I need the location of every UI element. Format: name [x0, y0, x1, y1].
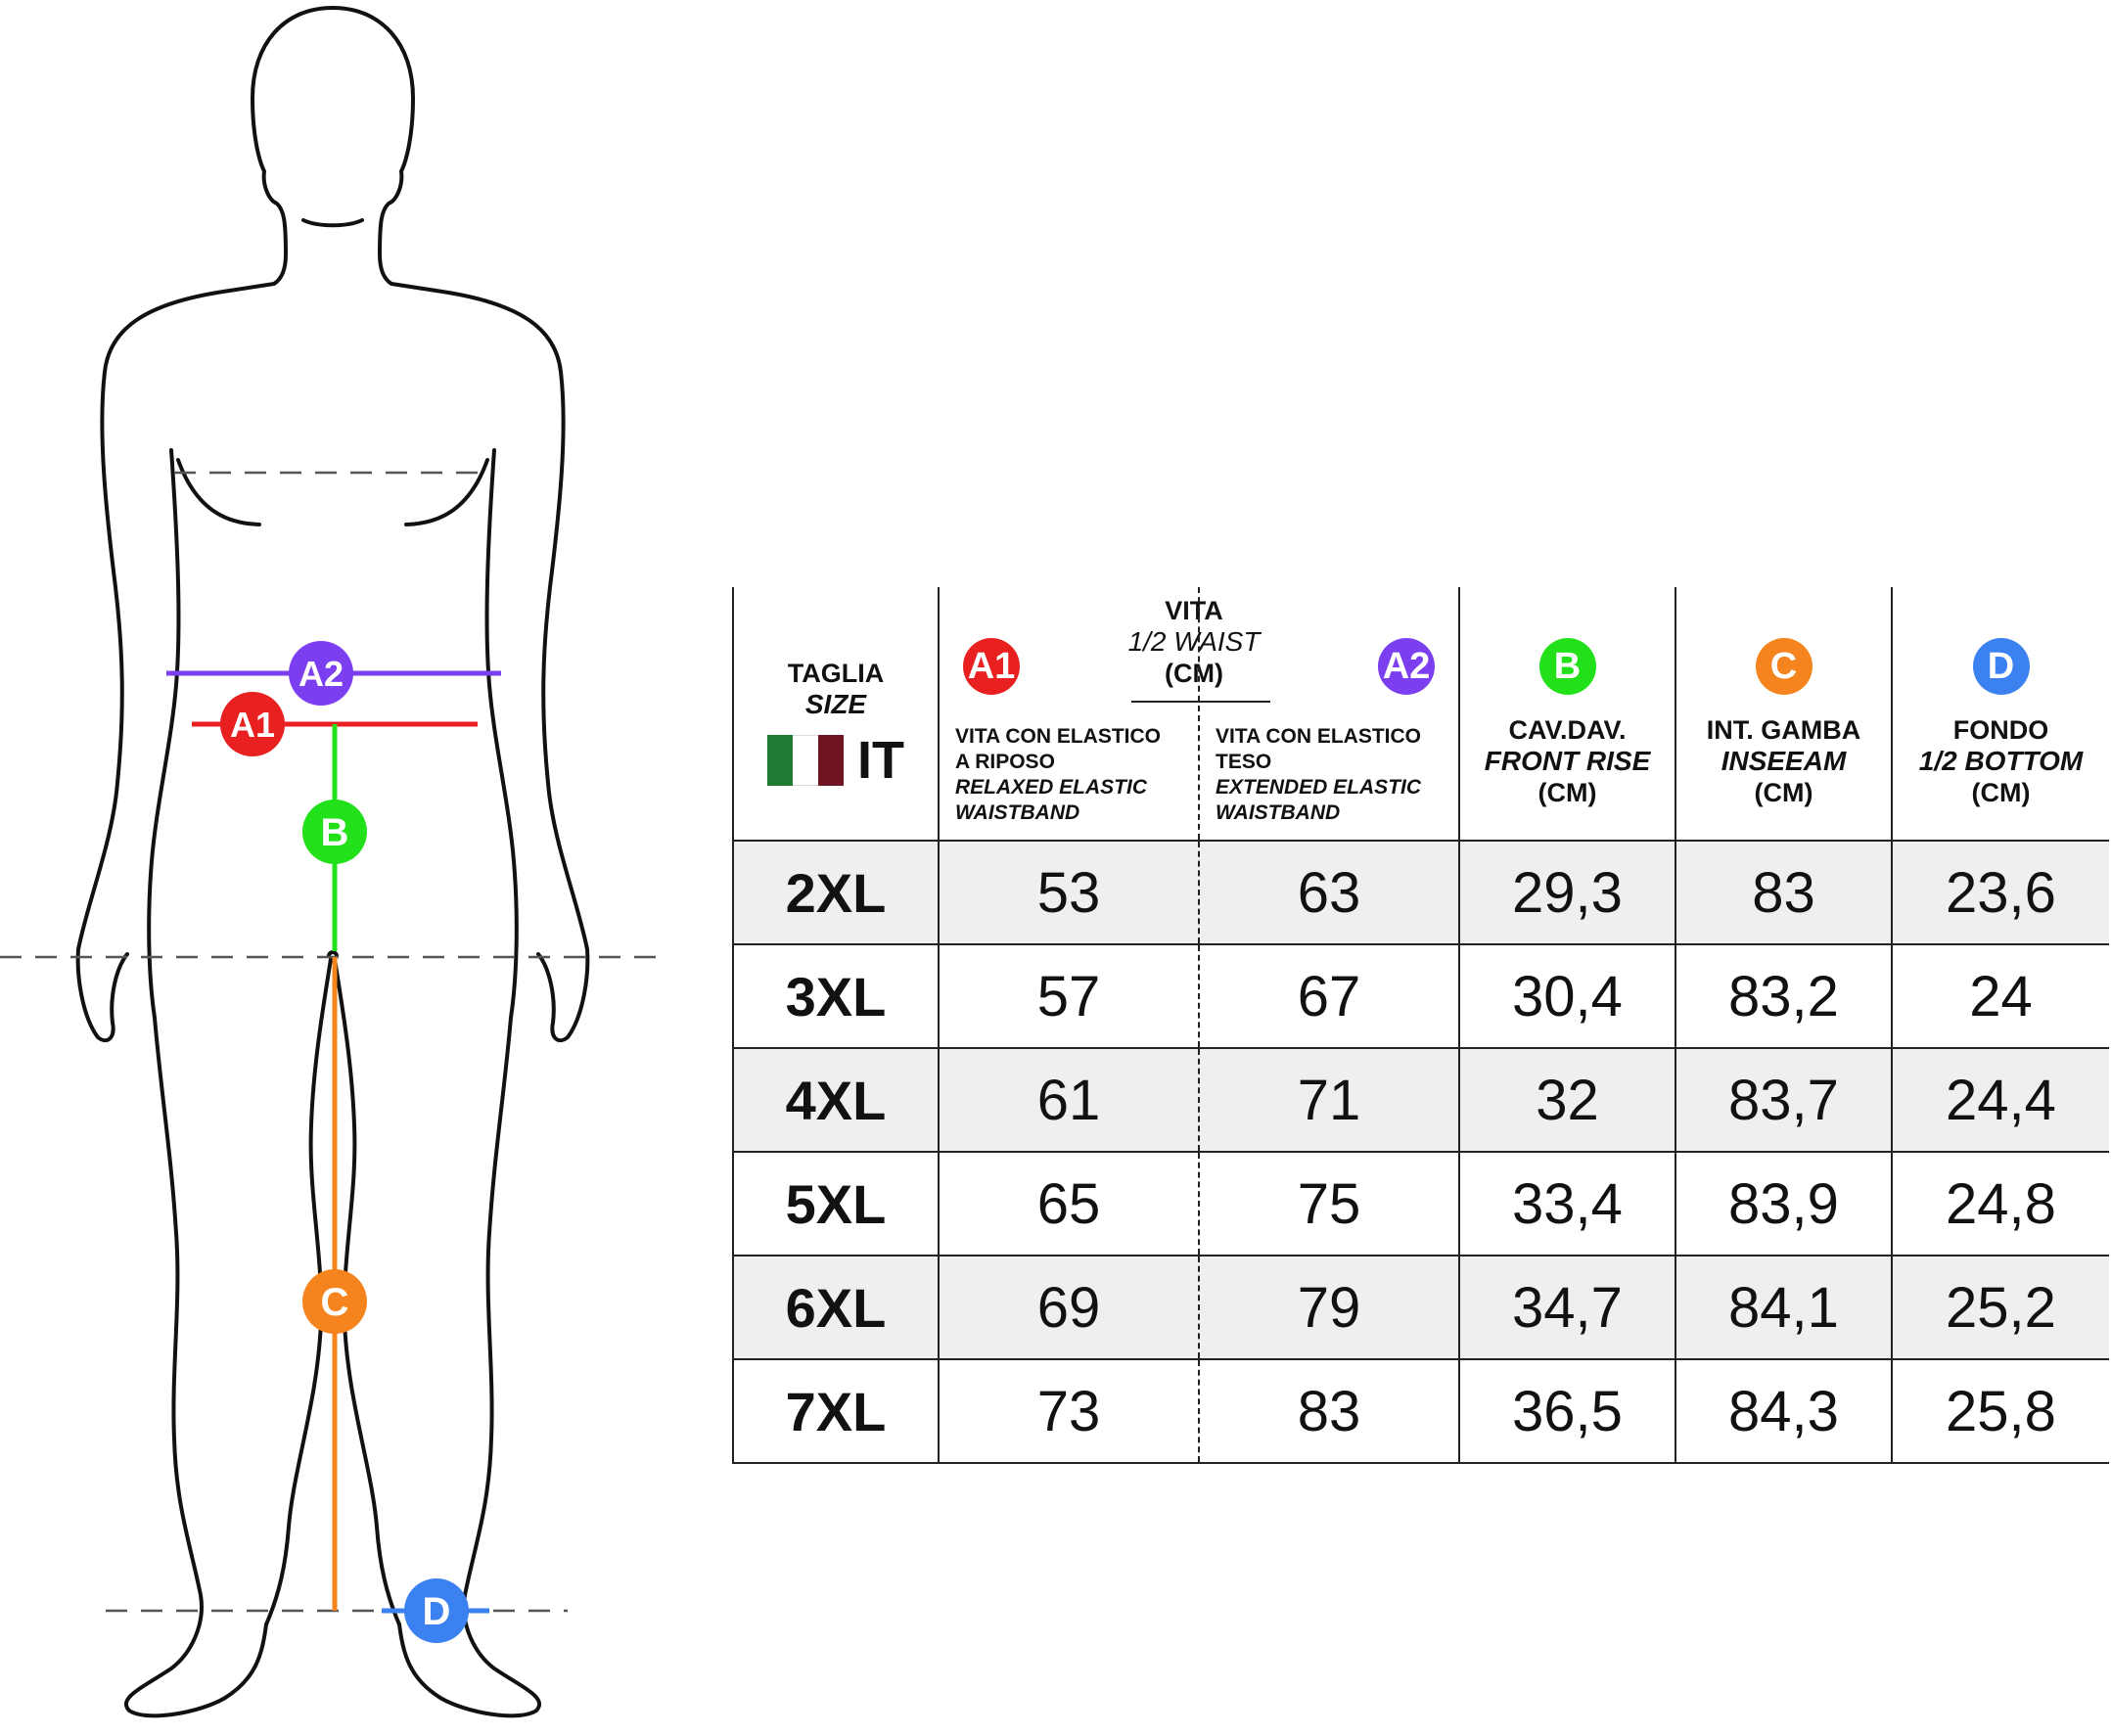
cell-d: 25,2 [1891, 1255, 2109, 1360]
d-unit: (CM) [1971, 778, 2031, 807]
badge-c-icon: C [1755, 638, 1813, 695]
a1-line2: A RIPOSO [955, 751, 1055, 773]
cell-size: 5XL [732, 1151, 940, 1256]
figure-label-c: C [321, 1281, 349, 1324]
b-subtitle: FRONT RISE [1484, 746, 1651, 776]
cell-a1: 65 [938, 1151, 1200, 1256]
cell-a1: 61 [938, 1047, 1200, 1153]
cell-c: 84,1 [1675, 1255, 1893, 1360]
table-row: 6XL 69 79 34,7 84,1 25,2 [732, 1255, 2109, 1360]
badge-b-icon: B [1538, 638, 1596, 695]
cell-b: 32 [1458, 1047, 1676, 1153]
cell-d: 24 [1891, 943, 2109, 1049]
cell-a2: 83 [1199, 1358, 1460, 1464]
italy-flag-icon [767, 735, 844, 786]
header-a2: A2 VITA CON ELASTICO TESO EXTENDED ELAST… [1199, 587, 1460, 841]
country-code: IT [857, 731, 904, 790]
badge-a2-icon: A2 [1378, 638, 1435, 695]
badge-b-icon [302, 799, 367, 864]
header-size: TAGLIA SIZE IT [732, 587, 940, 841]
figure-label-a1: A1 [230, 705, 275, 745]
cell-c: 83,2 [1675, 943, 1893, 1049]
a2-line4: WAISTBAND [1216, 801, 1341, 824]
size-table-container: TAGLIA SIZE IT A1 [732, 587, 2109, 1464]
badge-d-icon [404, 1578, 469, 1643]
cell-a2: 67 [1199, 943, 1460, 1049]
figure-label-d: D [423, 1590, 451, 1633]
a2-line1: VITA CON ELASTICO [1216, 725, 1421, 748]
header-d: D FONDO 1/2 BOTTOM (CM) [1891, 587, 2109, 841]
cell-b: 30,4 [1458, 943, 1676, 1049]
cell-a1: 73 [938, 1358, 1200, 1464]
b-unit: (CM) [1537, 778, 1597, 807]
a1-line4: WAISTBAND [955, 801, 1080, 824]
table-row: 3XL 57 67 30,4 83,2 24 [732, 943, 2109, 1049]
size-table: TAGLIA SIZE IT A1 [732, 587, 2109, 1464]
header-b: B CAV.DAV. FRONT RISE (CM) [1458, 587, 1676, 841]
badge-a1-icon: A1 [963, 638, 1020, 695]
table-header-row: TAGLIA SIZE IT A1 [732, 587, 2109, 841]
table-row: 2XL 53 63 29,3 83 23,6 [732, 840, 2109, 945]
cell-a2: 75 [1199, 1151, 1460, 1256]
header-a1: A1 VITA CON ELASTICO A RIPOSO RELAXED EL… [938, 587, 1200, 841]
c-title: INT. GAMBA [1706, 715, 1861, 745]
a1-line1: VITA CON ELASTICO [955, 725, 1161, 748]
table-row: 7XL 73 83 36,5 84,3 25,8 [732, 1358, 2109, 1464]
cell-a1: 57 [938, 943, 1200, 1049]
cell-d: 25,8 [1891, 1358, 2109, 1464]
c-subtitle: INSEEAM [1721, 746, 1847, 776]
b-title: CAV.DAV. [1508, 715, 1627, 745]
a2-line3: EXTENDED ELASTIC [1216, 776, 1422, 799]
table-row: 5XL 65 75 33,4 83,9 24,8 [732, 1151, 2109, 1256]
cell-d: 24,8 [1891, 1151, 2109, 1256]
cell-d: 23,6 [1891, 840, 2109, 945]
cell-a2: 63 [1199, 840, 1460, 945]
cell-size: 7XL [732, 1358, 940, 1464]
badge-c-icon [302, 1269, 367, 1334]
badge-d-icon: D [1972, 638, 2030, 695]
cell-a2: 79 [1199, 1255, 1460, 1360]
cell-b: 29,3 [1458, 840, 1676, 945]
size-title: TAGLIA [787, 659, 885, 688]
body-figure: A2 A1 B C D [0, 0, 665, 1736]
cell-c: 83,9 [1675, 1151, 1893, 1256]
cell-d: 24,4 [1891, 1047, 2109, 1153]
cell-c: 84,3 [1675, 1358, 1893, 1464]
badge-a2-icon [289, 641, 353, 706]
cell-size: 4XL [732, 1047, 940, 1153]
cell-b: 36,5 [1458, 1358, 1676, 1464]
cell-a1: 69 [938, 1255, 1200, 1360]
cell-size: 3XL [732, 943, 940, 1049]
table-row: 4XL 61 71 32 83,7 24,4 [732, 1047, 2109, 1153]
figure-label-b: B [321, 811, 349, 854]
a1-line3: RELAXED ELASTIC [955, 776, 1148, 799]
cell-c: 83,7 [1675, 1047, 1893, 1153]
header-c: C INT. GAMBA INSEEAM (CM) [1675, 587, 1893, 841]
cell-size: 2XL [732, 840, 940, 945]
badge-a1-icon [220, 692, 285, 756]
cell-b: 34,7 [1458, 1255, 1676, 1360]
d-title: FONDO [1952, 715, 2049, 745]
cell-b: 33,4 [1458, 1151, 1676, 1256]
figure-label-a2: A2 [298, 654, 344, 694]
cell-size: 6XL [732, 1255, 940, 1360]
cell-c: 83 [1675, 840, 1893, 945]
d-subtitle: 1/2 BOTTOM [1918, 746, 2084, 776]
a2-line2: TESO [1216, 751, 1272, 773]
size-subtitle: SIZE [804, 689, 867, 719]
cell-a2: 71 [1199, 1047, 1460, 1153]
c-unit: (CM) [1754, 778, 1813, 807]
body-outline-illustration: A2 A1 B C D [0, 6, 656, 1718]
cell-a1: 53 [938, 840, 1200, 945]
